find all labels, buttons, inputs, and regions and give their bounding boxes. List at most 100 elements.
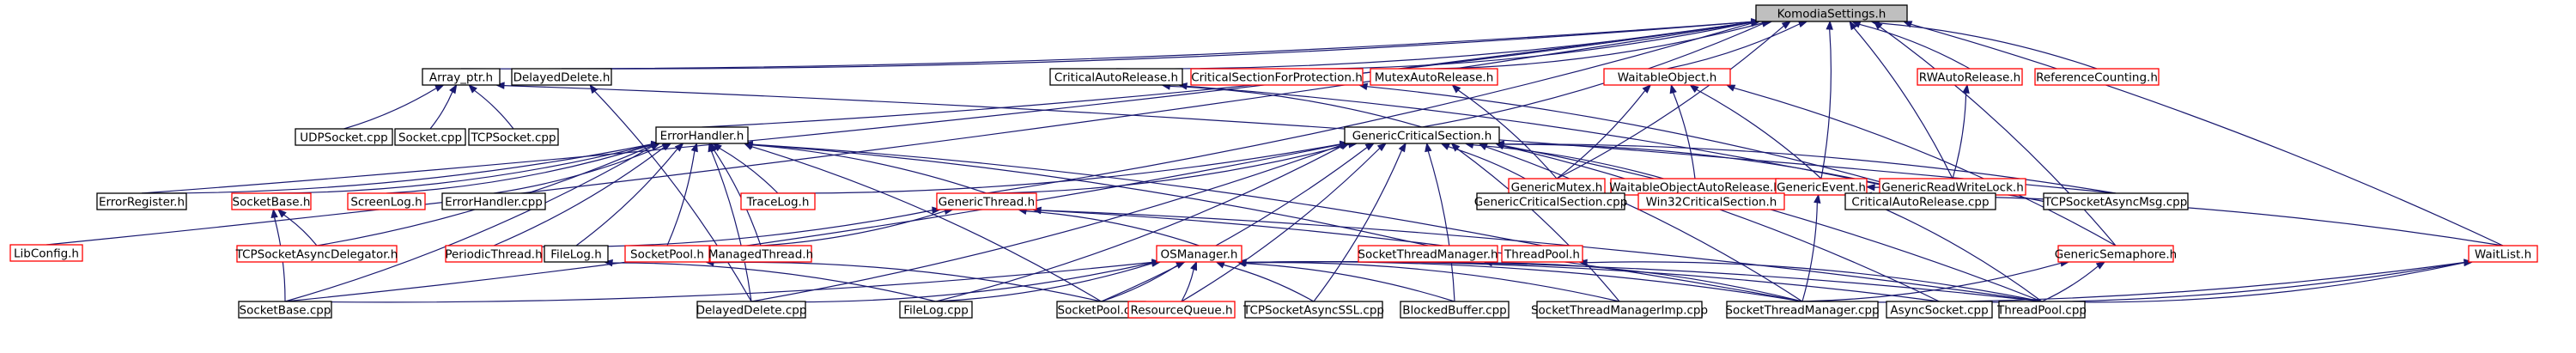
node-socketpool-cpp[interactable]: SocketPool.cpp — [1056, 301, 1146, 319]
node-box[interactable] — [1775, 178, 1868, 196]
node-box[interactable] — [1637, 192, 1785, 210]
node-filelog-h[interactable]: FileLog.h — [544, 245, 609, 263]
node-tracelog-h[interactable]: TraceLog.h — [740, 192, 816, 210]
node-box[interactable] — [347, 192, 426, 210]
node-box[interactable] — [511, 68, 612, 86]
node-genericcriticalsection-h[interactable]: GenericCriticalSection.h — [1344, 126, 1500, 144]
node-box[interactable] — [1049, 68, 1183, 86]
node-filelog-cpp[interactable]: FileLog.cpp — [899, 301, 973, 319]
node-threadpool-cpp[interactable]: ThreadPool.cpp — [1996, 301, 2087, 319]
node-box[interactable] — [1726, 301, 1879, 319]
node-asyncsocket-cpp[interactable]: AsyncSocket.cpp — [1886, 301, 1993, 319]
node-box[interactable] — [544, 245, 609, 263]
node-criticalsectionforprotection-h[interactable]: CriticalSectionForProtection.h — [1190, 68, 1364, 86]
node-waitableobject-h[interactable]: WaitableObject.h — [1603, 68, 1731, 86]
node-box[interactable] — [1127, 301, 1236, 319]
node-errorregister-h[interactable]: ErrorRegister.h — [96, 192, 187, 210]
node-errorhandler-cpp[interactable]: ErrorHandler.cpp — [441, 192, 546, 210]
edge-line — [561, 21, 1753, 70]
node-box[interactable] — [1476, 192, 1625, 210]
node-box[interactable] — [2468, 245, 2538, 263]
edge-waitlist-h-to-komodiasettings-h — [1902, 21, 2504, 246]
node-screenlog-h[interactable]: ScreenLog.h — [347, 192, 426, 210]
node-box[interactable] — [1755, 4, 1908, 22]
node-box[interactable] — [295, 128, 393, 146]
node-box[interactable] — [1536, 301, 1703, 319]
node-genericsemaphore-h[interactable]: GenericSemaphore.h — [2055, 245, 2177, 263]
node-box[interactable] — [740, 192, 816, 210]
node-box[interactable] — [1244, 301, 1383, 319]
node-box[interactable] — [1603, 68, 1731, 86]
node-box[interactable] — [1917, 68, 2023, 86]
node-box[interactable] — [441, 192, 546, 210]
node-tcpsocket-cpp[interactable]: TCPSocket.cpp — [468, 128, 559, 146]
node-socketpool-h[interactable]: SocketPool.h — [624, 245, 710, 263]
node-box[interactable] — [236, 245, 398, 263]
node-waitableobjectautorelease-h[interactable]: WaitableObjectAutoRelease.h — [1609, 178, 1781, 196]
node-periodicthread-h[interactable]: PeriodicThread.h — [445, 245, 543, 263]
node-box[interactable] — [1400, 301, 1510, 319]
edge-threadpool-cpp-to-genericsemaphore-h — [2041, 261, 2106, 302]
node-waitlist-h[interactable]: WaitList.h — [2468, 245, 2538, 263]
node-box[interactable] — [2043, 192, 2189, 210]
node-box[interactable] — [468, 128, 559, 146]
node-osmanager-h[interactable]: OSManager.h — [1156, 245, 1242, 263]
node-mutexautorelease-h[interactable]: MutexAutoRelease.h — [1370, 68, 1498, 86]
node-array-ptr-h[interactable]: Array_ptr.h — [422, 68, 501, 86]
node-box[interactable] — [709, 245, 812, 263]
node-box[interactable] — [1501, 245, 1583, 263]
node-win32criticalsection-h[interactable]: Win32CriticalSection.h — [1637, 192, 1785, 210]
node-genericmutex-h[interactable]: GenericMutex.h — [1508, 178, 1606, 196]
node-box[interactable] — [696, 301, 806, 319]
node-box[interactable] — [238, 301, 332, 319]
node-box[interactable] — [2057, 245, 2174, 263]
node-socketthreadmanager-cpp[interactable]: SocketThreadManager.cpp — [1725, 301, 1880, 319]
node-box[interactable] — [936, 192, 1037, 210]
node-socketthreadmanager-h[interactable]: SocketThreadManager.h — [1358, 245, 1498, 263]
node-box[interactable] — [2034, 68, 2160, 86]
node-tcpsocketasyncssl-cpp[interactable]: TCPSocketAsyncSSL.cpp — [1242, 301, 1384, 319]
node-box[interactable] — [624, 245, 710, 263]
node-box[interactable] — [1358, 245, 1498, 263]
node-blockedbuffer-cpp[interactable]: BlockedBuffer.cpp — [1400, 301, 1510, 319]
node-box[interactable] — [1886, 301, 1993, 319]
node-box[interactable] — [394, 128, 466, 146]
node-tcpsocketasyncmsg-cpp[interactable]: TCPSocketAsyncMsg.cpp — [2043, 192, 2189, 210]
node-box[interactable] — [1344, 126, 1500, 144]
node-box[interactable] — [1844, 192, 1996, 210]
node-criticalautorelease-cpp[interactable]: CriticalAutoRelease.cpp — [1844, 192, 1996, 210]
node-box[interactable] — [1156, 245, 1242, 263]
node-box[interactable] — [899, 301, 973, 319]
node-threadpool-h[interactable]: ThreadPool.h — [1501, 245, 1583, 263]
node-genericcriticalsection-cpp[interactable]: GenericCriticalSection.cpp — [1474, 192, 1628, 210]
node-box[interactable] — [1370, 68, 1498, 86]
node-criticalautorelease-h[interactable]: CriticalAutoRelease.h — [1049, 68, 1183, 86]
node-genericevent-h[interactable]: GenericEvent.h — [1775, 178, 1868, 196]
node-socketbase-cpp[interactable]: SocketBase.cpp — [238, 301, 332, 319]
node-box[interactable] — [445, 245, 543, 263]
node-errorhandler-h[interactable]: ErrorHandler.h — [655, 126, 749, 144]
node-genericreadwritelock-h[interactable]: GenericReadWriteLock.h — [1879, 178, 2026, 196]
node-tcpsocketasyncdelegator-h[interactable]: TCPSocketAsyncDelegator.h — [235, 245, 398, 263]
node-box[interactable] — [9, 244, 83, 262]
node-genericthread-h[interactable]: GenericThread.h — [936, 192, 1037, 210]
node-box[interactable] — [231, 192, 312, 210]
node-box[interactable] — [655, 126, 749, 144]
node-box[interactable] — [422, 68, 501, 86]
node-libconfig-h[interactable]: LibConfig.h — [9, 244, 83, 262]
node-box[interactable] — [96, 192, 187, 210]
node-socketbase-h[interactable]: SocketBase.h — [231, 192, 312, 210]
node-box[interactable] — [1190, 68, 1364, 86]
node-komodiasettings-h[interactable]: KomodiaSettings.h — [1755, 4, 1908, 22]
node-socketthreadmanagerimp-cpp[interactable]: SocketThreadManagerImp.cpp — [1531, 301, 1708, 319]
node-rwautorelease-h[interactable]: RWAutoRelease.h — [1917, 68, 2023, 86]
node-box[interactable] — [1998, 301, 2086, 319]
node-resourcequeue-h[interactable]: ResourceQueue.h — [1127, 301, 1236, 319]
node-managedthread-h[interactable]: ManagedThread.h — [708, 245, 813, 263]
node-referencecounting-h[interactable]: ReferenceCounting.h — [2034, 68, 2160, 86]
node-socket-cpp[interactable]: Socket.cpp — [394, 128, 466, 146]
node-delayeddelete-h[interactable]: DelayedDelete.h — [511, 68, 612, 86]
edge-line — [1673, 92, 1696, 180]
node-delayeddelete-cpp[interactable]: DelayedDelete.cpp — [696, 301, 807, 319]
node-udpsocket-cpp[interactable]: UDPSocket.cpp — [295, 128, 393, 146]
